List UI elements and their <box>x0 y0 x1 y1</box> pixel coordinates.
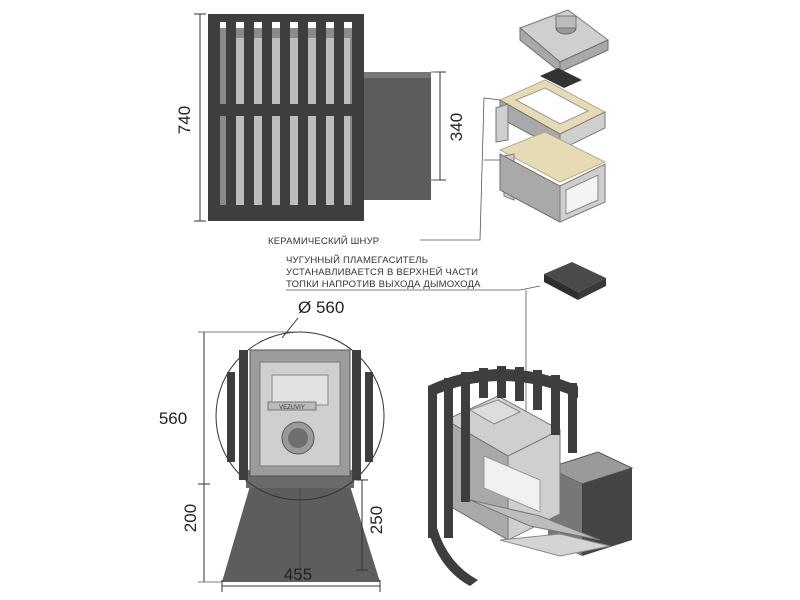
side-chimney-box <box>363 72 431 200</box>
flame-arrester-note: ЧУГУННЫЙ ПЛАМЕГАСИТЕЛЬ УСТАНАВЛИВАЕТСЯ В… <box>286 254 606 416</box>
cord-leader-line <box>420 97 501 241</box>
flame-arrester-part <box>544 262 606 300</box>
firebox-upper-ring <box>495 79 606 151</box>
front-base <box>222 486 380 582</box>
exploded-firebox: КЕРАМИЧЕСКИЙ ШНУР <box>268 9 609 247</box>
dim-740: 740 <box>175 106 194 134</box>
side-view: 740 340 <box>175 13 466 222</box>
persp-ring-bars <box>428 366 578 586</box>
note-flame-line2: УСТАНАВЛИВАЕТСЯ В ВЕРХНЕЙ ЧАСТИ <box>286 266 478 278</box>
gasket-plate <box>540 68 582 88</box>
dim-diameter: Ø 560 <box>298 298 344 317</box>
front-grate-bars <box>227 350 373 480</box>
front-view: VEZUVIY Ø 560 560 200 250 455 <box>159 298 386 592</box>
dim-560: 560 <box>159 409 187 428</box>
note-ceramic-cord: КЕРАМИЧЕСКИЙ ШНУР <box>268 235 379 247</box>
firebox-lower-body <box>499 131 606 223</box>
note-flame-line3: ТОПКИ НАПРОТИВ ВЫХОДА ДЫМОХОДА <box>286 279 481 290</box>
side-bars <box>208 14 364 221</box>
perspective-view <box>428 366 634 586</box>
dim-250: 250 <box>367 506 386 534</box>
door-brand-label: VEZUVIY <box>279 405 305 411</box>
dim-200: 200 <box>181 504 200 532</box>
note-flame-line1: ЧУГУННЫЙ ПЛАМЕГАСИТЕЛЬ <box>286 254 428 266</box>
firebox-lid <box>519 9 609 74</box>
dim-455: 455 <box>284 565 312 584</box>
dim-340: 340 <box>447 113 466 141</box>
